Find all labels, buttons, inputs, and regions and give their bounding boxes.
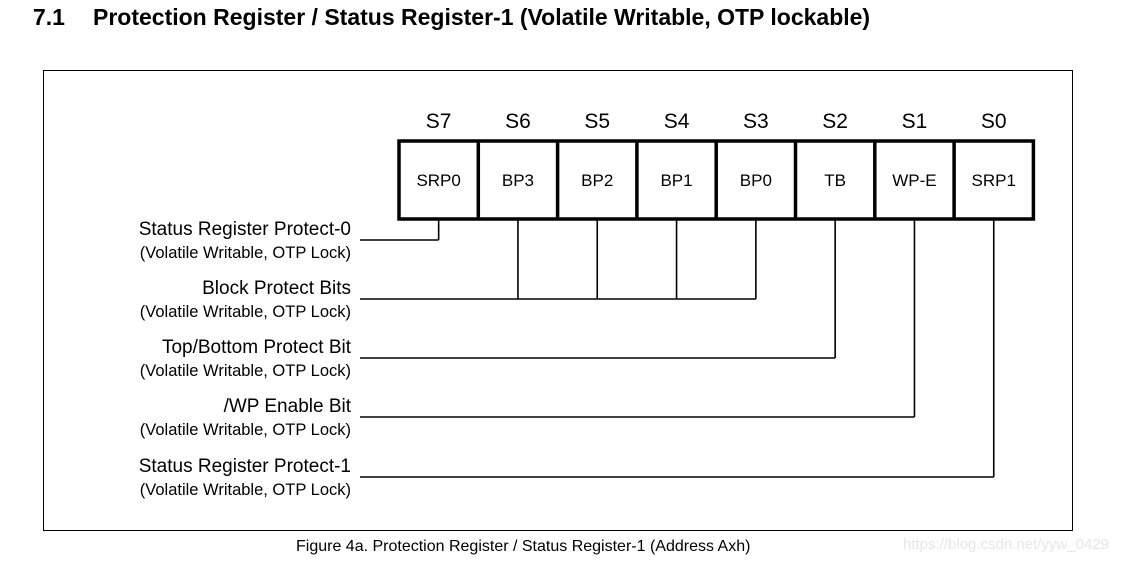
bit-number: S5: [584, 110, 610, 133]
bit-number: S0: [981, 110, 1007, 133]
bit-cell-label: SRP1: [972, 171, 1016, 190]
bit-cell-label: WP-E: [892, 171, 936, 190]
field-sublabel: (Volatile Writable, OTP Lock): [140, 303, 351, 321]
bit-number-row: S7 S6 S5 S4 S3 S2 S1 S0: [426, 110, 1007, 133]
bit-number: S3: [743, 110, 769, 133]
section-title: Protection Register / Status Register-1 …: [93, 4, 871, 30]
bit-cell-label: BP3: [502, 171, 534, 190]
field-label: Status Register Protect-0: [139, 219, 351, 240]
bit-number: S2: [822, 110, 848, 133]
bit-cell-label: TB: [824, 171, 846, 190]
bit-cell-label: SRP0: [416, 171, 460, 190]
field-label: Top/Bottom Protect Bit: [162, 337, 352, 358]
bit-number: S4: [664, 110, 690, 133]
field-labels: Status Register Protect-0 (Volatile Writa…: [139, 219, 352, 499]
field-label: Block Protect Bits: [202, 278, 351, 299]
figure-frame: [43, 70, 1073, 531]
field-sublabel: (Volatile Writable, OTP Lock): [140, 481, 351, 499]
bit-cell-label: BP1: [660, 171, 692, 190]
field-sublabel: (Volatile Writable, OTP Lock): [140, 244, 351, 262]
bit-number: S7: [426, 110, 452, 133]
field-connectors: [360, 219, 995, 478]
field-sublabel: (Volatile Writable, OTP Lock): [140, 362, 351, 380]
bit-cell-label: BP0: [740, 171, 772, 190]
figure-caption: Figure 4a. Protection Register / Status …: [296, 538, 751, 555]
field-sublabel: (Volatile Writable, OTP Lock): [140, 421, 351, 439]
section-heading: 7.1 Protection Register / Status Register…: [33, 4, 870, 31]
field-label: /WP Enable Bit: [224, 396, 352, 417]
section-number: 7.1: [33, 4, 65, 30]
bit-number: S1: [902, 110, 928, 133]
bit-number: S6: [505, 110, 531, 133]
field-label: Status Register Protect-1: [139, 456, 351, 477]
register-cells: SRP0 BP3 BP2 BP1 BP0 TB WP-E SRP1: [397, 139, 1036, 221]
watermark: https://blog.csdn.net/yyw_0429: [903, 536, 1109, 553]
bit-cell-label: BP2: [581, 171, 613, 190]
